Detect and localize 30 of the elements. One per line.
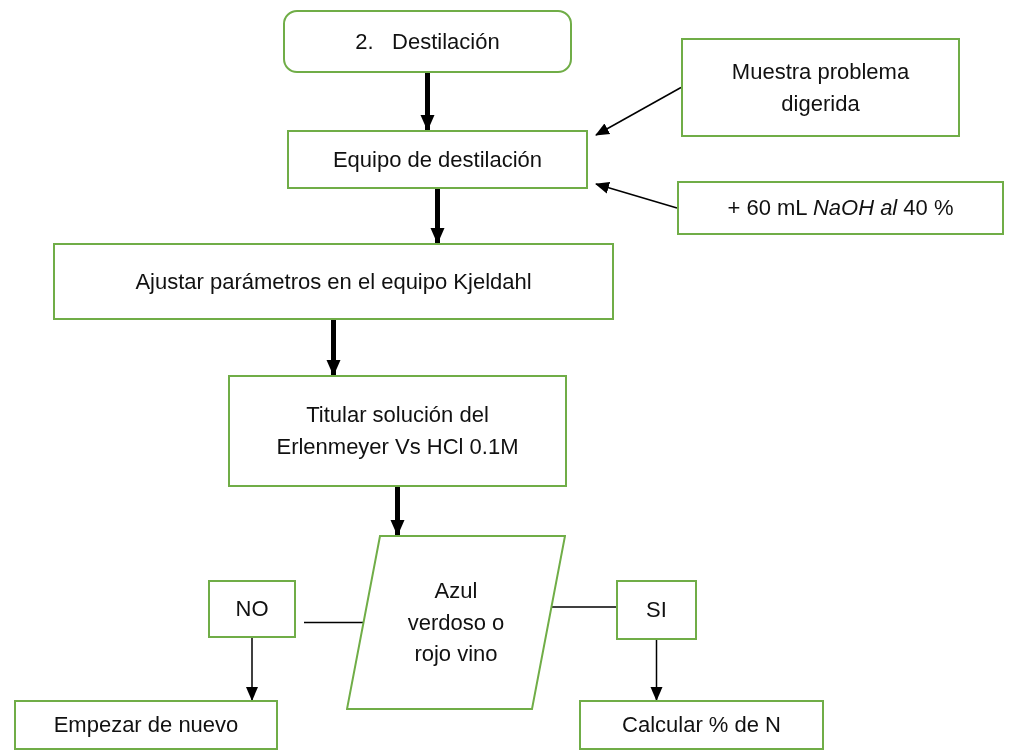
step-text: Calcular % de N — [622, 711, 781, 740]
process-box — [616, 580, 697, 640]
arrow — [430, 189, 445, 244]
connector-line — [303, 621, 364, 624]
process-box — [228, 375, 567, 487]
step-text: Equipo de destilación — [332, 145, 543, 174]
process-box — [208, 580, 296, 638]
step-text: Titular solución del Erlenmeyer Vs HCl 0.1M — [275, 401, 520, 461]
arrow — [595, 86, 682, 136]
process-box — [677, 181, 1004, 235]
step-text: SI — [646, 596, 667, 625]
step-text: + 60 mL NaOH al 40 % — [727, 194, 954, 223]
arrow — [326, 320, 341, 376]
step-text: Ajustar parámetros en el equipo Kjeldahl — [135, 267, 532, 296]
step-text: Muestra problema digerida — [730, 57, 911, 118]
arrow — [246, 637, 258, 701]
process-box — [14, 700, 278, 750]
process-box — [287, 130, 588, 189]
step-text: 2. Destilación — [355, 27, 500, 56]
arrow — [390, 487, 405, 536]
arrow — [595, 181, 678, 209]
step-text: Empezar de nuevo — [53, 711, 239, 740]
step-text: NO — [235, 595, 269, 624]
step-text: Azul verdoso o rojo vino — [406, 576, 506, 669]
process-box — [53, 243, 614, 320]
arrow — [420, 73, 435, 131]
start-box — [283, 10, 572, 73]
process-box — [579, 700, 824, 750]
arrow — [650, 639, 663, 701]
process-box — [681, 38, 960, 137]
